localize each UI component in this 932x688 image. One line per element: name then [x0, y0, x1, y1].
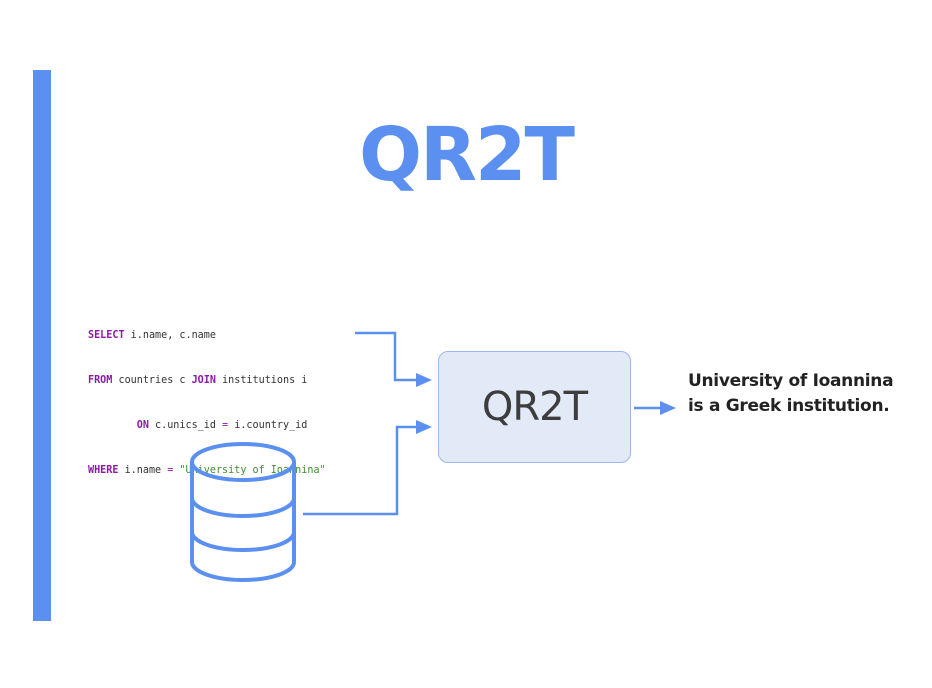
- database-icon: [190, 442, 296, 582]
- sql-keyword: ON: [136, 418, 149, 431]
- sql-keyword: JOIN: [191, 373, 216, 386]
- sql-text: i.country_id: [228, 418, 308, 431]
- sql-keyword: SELECT: [88, 328, 125, 341]
- page-title: QR2T: [359, 112, 575, 198]
- sql-operator: =: [222, 418, 229, 431]
- output-line-1: University of Ioannina: [688, 371, 894, 391]
- sql-text: institutions i: [215, 373, 308, 386]
- arrowhead: [416, 373, 432, 387]
- sql-line-1: SELECT i.name, c.name: [88, 327, 326, 342]
- sql-keyword: FROM: [88, 373, 113, 386]
- sql-text: c.unics_id: [148, 418, 223, 431]
- sql-line-2: FROM countries c JOIN institutions i: [88, 372, 326, 387]
- arrowhead: [416, 420, 432, 434]
- arrowhead: [660, 401, 676, 415]
- sql-text: countries c: [112, 373, 192, 386]
- sql-keyword: WHERE: [88, 463, 119, 476]
- output-line-2: is a Greek institution.: [688, 396, 890, 416]
- qr2t-model-box: QR2T: [438, 351, 631, 463]
- db-to-model-arrow: [303, 425, 418, 516]
- sql-operator: =: [167, 463, 174, 476]
- sql-line-3: ON c.unics_id = i.country_id: [88, 417, 326, 432]
- model-box-label: QR2T: [481, 384, 588, 430]
- sql-to-model-arrow: [355, 331, 418, 382]
- generated-text-output: University of Ioannina is a Greek instit…: [688, 369, 894, 419]
- accent-side-bar: [33, 70, 51, 621]
- sql-text: i.name: [118, 463, 168, 476]
- sql-text: i.name, c.name: [124, 328, 216, 341]
